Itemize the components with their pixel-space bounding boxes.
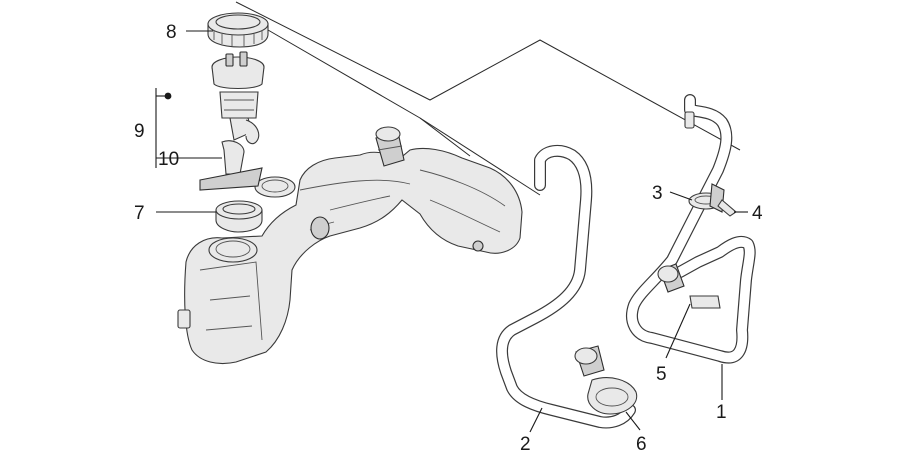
gasket-part-7 <box>215 200 263 233</box>
hose-part-1 <box>626 94 756 364</box>
valve-part-5 <box>657 263 721 309</box>
assembly-bullet <box>164 92 172 100</box>
assembly-boundary-lines <box>235 1 741 196</box>
callout-1: 1 <box>716 402 727 423</box>
callout-8: 8 <box>166 22 177 43</box>
callout-2: 2 <box>520 434 531 454</box>
clamp-part-6 <box>574 345 638 415</box>
callout-7: 7 <box>134 203 145 224</box>
ring-nut-part-8 <box>207 12 269 48</box>
callout-10: 10 <box>158 149 179 170</box>
callout-5: 5 <box>656 364 667 385</box>
leader-lines <box>155 30 748 433</box>
hose-part-2 <box>496 144 636 429</box>
callout-4: 4 <box>752 203 763 224</box>
callout-6: 6 <box>636 434 647 454</box>
fuel-pump-assembly-part-9 <box>211 51 265 145</box>
fuel-tank <box>177 126 523 365</box>
callout-9: 9 <box>134 121 145 142</box>
clamp-screw-part-4 <box>709 183 737 217</box>
fuel-filter-part-10 <box>199 140 263 191</box>
callout-3: 3 <box>652 183 663 204</box>
